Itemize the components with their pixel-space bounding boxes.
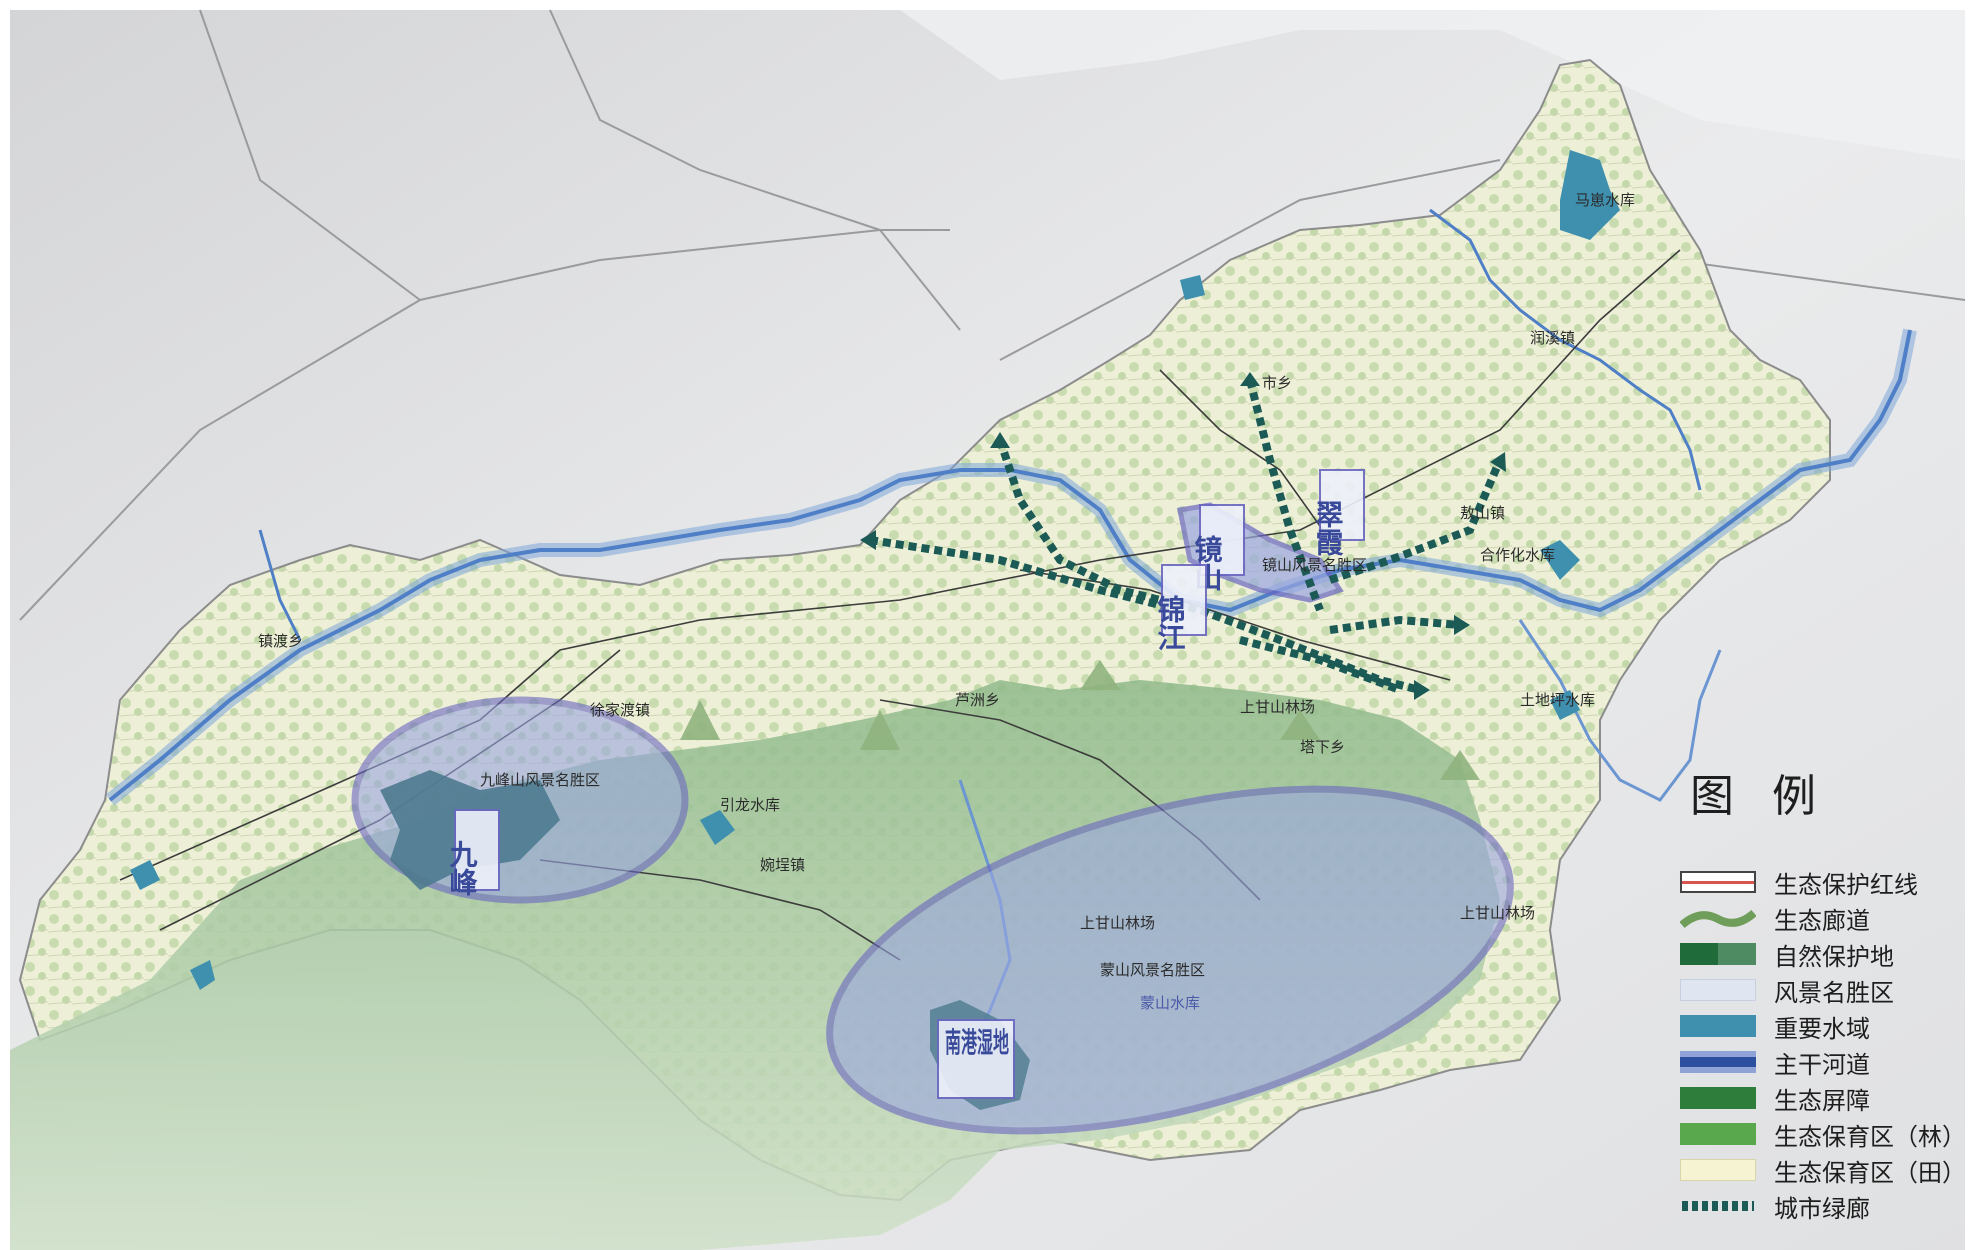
- label-runxi-town: 润溪镇: [1530, 329, 1575, 347]
- label-luzhou-town: 芦洲乡: [955, 691, 1000, 709]
- neighbor-region-upper: [10, 10, 1965, 160]
- badge-nangang-wetland: 南港湿地: [937, 1019, 1015, 1099]
- legend-title: 图例: [1690, 771, 1854, 822]
- label-mengshan-reservoir: 蒙山水库: [1140, 994, 1200, 1012]
- legend-swatch: [1680, 979, 1756, 1001]
- legend-item: 生态屏障: [1680, 1082, 1870, 1115]
- legend-item: 城市绿廊: [1680, 1190, 1870, 1223]
- legend-label: 生态保育区（林）: [1774, 1122, 1966, 1151]
- legend-label: 生态保护红线: [1774, 870, 1918, 899]
- legend-item: 生态保育区（林）: [1680, 1118, 1966, 1151]
- label-xujiadu-town: 徐家渡镇: [590, 701, 650, 719]
- legend-item: 主干河道: [1680, 1046, 1870, 1079]
- tributary-north: [1429, 208, 1702, 491]
- label-aoshan-town: 敖山镇: [1460, 504, 1505, 522]
- legend-swatch: [1680, 1051, 1756, 1073]
- label-wantang-town: 婉埕镇: [760, 856, 805, 874]
- legend-swatch: [1680, 1159, 1756, 1181]
- neighbor-boundaries: [19, 9, 1966, 621]
- tributary-east: [1518, 619, 1722, 802]
- label-mashu-reservoir: 马崽水库: [1575, 191, 1635, 209]
- tributary-west: [258, 529, 302, 641]
- label-shangganshan-farm-2: 上甘山林场: [1080, 914, 1155, 932]
- label-yinlong-reservoir: 引龙水库: [720, 796, 780, 814]
- legend-item: 重要水域: [1680, 1010, 1870, 1043]
- label-tudiping-reservoir: 土地坪水库: [1520, 691, 1595, 709]
- label-shi-town: 市乡: [1262, 374, 1292, 392]
- legend-item: 生态保育区（田）: [1680, 1154, 1966, 1187]
- legend-label: 城市绿廊: [1774, 1194, 1870, 1223]
- legend-label: 主干河道: [1774, 1050, 1870, 1079]
- map-legend: 图例 生态保护红线生态廊道自然保护地风景名胜区重要水域主干河道生态屏障生态保育区…: [1672, 768, 1972, 1248]
- legend-swatch: [1680, 1195, 1756, 1217]
- legend-label: 生态廊道: [1774, 906, 1870, 935]
- legend-item: 风景名胜区: [1680, 974, 1894, 1007]
- svg-text:翠霞: 翠霞: [1312, 500, 1345, 556]
- legend-swatch: [1680, 943, 1756, 965]
- legend-item: 自然保护地: [1680, 938, 1894, 971]
- label-zhenbo-town: 镇渡乡: [258, 632, 303, 650]
- corridor-arrowheads: [860, 372, 1506, 700]
- legend-label: 生态屏障: [1774, 1086, 1870, 1115]
- badge-jinjiang: 锦江: [1154, 564, 1207, 651]
- legend-swatch: [1680, 1015, 1756, 1037]
- legend-label: 生态保育区（田）: [1774, 1158, 1966, 1187]
- label-shangganshan-farm: 上甘山林场: [1240, 698, 1315, 716]
- badge-jiufeng: 九峰: [446, 809, 500, 896]
- legend-swatch: [1680, 1087, 1756, 1109]
- legend-item: 生态廊道: [1679, 902, 1870, 935]
- label-tanxia-town: 塔下乡: [1300, 738, 1345, 756]
- svg-text:南港湿地: 南港湿地: [945, 1026, 1009, 1059]
- badge-cuixia: 翠霞: [1312, 469, 1365, 556]
- label-shangganshan-farm-3: 上甘山林场: [1460, 904, 1535, 922]
- legend-item: 生态保护红线: [1680, 866, 1918, 899]
- label-hezuohua-reservoir: 合作化水库: [1480, 546, 1555, 564]
- label-jingshan-scenic: 镜山风景名胜区: [1262, 556, 1367, 574]
- svg-text:锦江: 锦江: [1154, 595, 1187, 651]
- legend-label: 自然保护地: [1774, 942, 1894, 971]
- urban-green-corridors: [869, 379, 1504, 694]
- legend-label: 重要水域: [1774, 1014, 1870, 1043]
- water-bodies: [130, 150, 1620, 990]
- main-river-line: [108, 329, 1912, 802]
- label-mengshan-scenic: 蒙山风景名胜区: [1100, 961, 1205, 979]
- legend-label: 风景名胜区: [1774, 978, 1894, 1007]
- legend-swatch: [1679, 907, 1757, 929]
- legend-swatch: [1680, 871, 1756, 893]
- eco-barrier-peaks: [680, 660, 1480, 780]
- label-jiufeng-scenic: 九峰山风景名胜区: [480, 771, 600, 789]
- legend-swatch: [1680, 1123, 1756, 1145]
- svg-text:九峰: 九峰: [446, 840, 479, 896]
